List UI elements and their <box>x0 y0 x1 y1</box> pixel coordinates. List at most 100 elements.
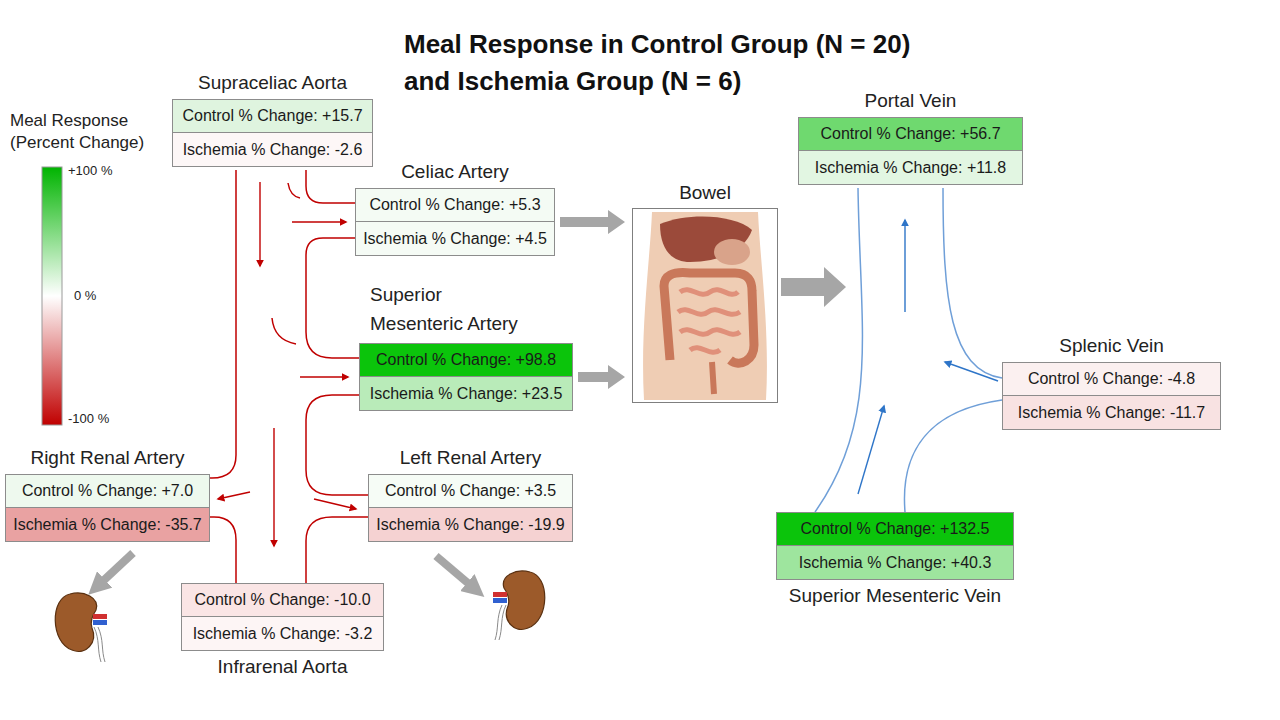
vessel-name: Splenic Vein <box>1059 335 1164 357</box>
vessel-name: Right Renal Artery <box>30 447 184 469</box>
kidney-shape <box>55 593 96 651</box>
percent-change: Ischemia % Change: -2.6 <box>183 141 363 159</box>
percent-change: Ischemia % Change: +23.5 <box>370 385 563 403</box>
percent-change: Ischemia % Change: -35.7 <box>13 516 202 534</box>
ischemia-cell: Ischemia % Change: -2.6 <box>172 133 373 167</box>
control-cell: Control % Change: +5.3 <box>355 188 555 222</box>
vessel-box: Supraceliac AortaControl % Change: +15.7… <box>172 99 373 167</box>
vein-wall <box>904 400 1002 512</box>
flow-arrow <box>904 220 905 312</box>
percent-change: Control % Change: +132.5 <box>800 520 989 538</box>
percent-change: Ischemia % Change: -3.2 <box>193 625 373 643</box>
color-scale-bar <box>42 167 62 425</box>
block-arrow <box>103 553 133 581</box>
aorta-wall <box>209 517 236 583</box>
kidney-shape <box>503 571 544 629</box>
kidney-icon <box>493 571 545 640</box>
stomach <box>714 239 750 265</box>
aorta-wall <box>306 238 359 358</box>
vein-stub <box>493 598 507 603</box>
vessel-name: Supraceliac Aorta <box>198 72 347 94</box>
diagram-title: Meal Response in Control Group (N = 20) … <box>404 26 939 100</box>
ischemia-cell: Ischemia % Change: +11.8 <box>798 151 1023 185</box>
percent-change: Ischemia % Change: +4.5 <box>363 230 547 248</box>
vessel-box: Left Renal ArteryControl % Change: +3.5I… <box>368 474 573 542</box>
scale-tick: -100 % <box>68 411 109 428</box>
flow-connector <box>560 210 625 234</box>
ischemia-cell: Ischemia % Change: +23.5 <box>359 377 573 411</box>
flow-arrow <box>300 376 348 377</box>
vessel-name: Celiac Artery <box>401 161 509 183</box>
percent-change: Control % Change: +5.3 <box>369 196 540 214</box>
percent-change: Ischemia % Change: +40.3 <box>799 554 992 572</box>
percent-change: Ischemia % Change: +11.8 <box>815 159 1006 177</box>
scale-tick: 0 % <box>74 288 96 305</box>
vessel-name: Portal Vein <box>865 90 957 112</box>
flow-arrow <box>259 182 260 266</box>
vessel-name: Left Renal Artery <box>400 447 542 469</box>
aorta-drawing <box>209 170 368 583</box>
scale-tick: +100 % <box>68 163 112 180</box>
control-cell: Control % Change: +3.5 <box>368 474 573 508</box>
vein-drawing <box>815 188 1002 512</box>
colon <box>664 273 754 364</box>
picture-box: Bowel <box>632 208 778 403</box>
ischemia-cell: Ischemia % Change: -35.7 <box>5 508 210 542</box>
vessel-box: Infrarenal AortaControl % Change: -10.0I… <box>181 583 384 651</box>
percent-change: Control % Change: -4.8 <box>1028 370 1195 388</box>
flow-arrow <box>945 362 998 381</box>
branch-wall <box>272 318 296 344</box>
vein-flow-arrows <box>858 220 998 494</box>
vessel-name: Superior Mesenteric Artery <box>370 280 530 338</box>
vessel-box: Superior Mesenteric VeinControl % Change… <box>776 512 1014 580</box>
flow-arrow <box>858 406 884 494</box>
ischemia-cell: Ischemia % Change: -3.2 <box>181 617 384 651</box>
vessel-name: Bowel <box>679 182 731 204</box>
flow-connector <box>578 365 625 389</box>
artery-stub <box>93 614 107 619</box>
percent-change: Ischemia % Change: -11.7 <box>1018 404 1205 422</box>
percent-change: Control % Change: +7.0 <box>22 482 193 500</box>
small-intestine <box>678 290 740 353</box>
torso <box>643 212 767 400</box>
vessel-box: Portal VeinControl % Change: +56.7Ischem… <box>798 117 1023 185</box>
vessel-box: Superior Mesenteric ArteryControl % Chan… <box>359 343 573 411</box>
control-cell: Control % Change: +56.7 <box>798 117 1023 151</box>
artery-stub <box>493 592 507 597</box>
scale-title: Meal Response (Percent Change) <box>10 110 170 154</box>
vessel-box: Right Renal ArteryControl % Change: +7.0… <box>5 474 210 542</box>
block-arrow <box>436 556 469 584</box>
control-cell: Control % Change: -10.0 <box>181 583 384 617</box>
flow-arrows <box>218 182 356 546</box>
control-cell: Control % Change: +98.8 <box>359 343 573 377</box>
percent-change: Control % Change: +56.7 <box>820 125 1000 143</box>
flow-arrow <box>314 499 356 509</box>
percent-change: Control % Change: -10.0 <box>194 591 370 609</box>
vein-stub <box>93 620 107 625</box>
aorta-wall <box>306 170 355 203</box>
kidney-icon <box>55 593 107 662</box>
vessel-name: Infrarenal Aorta <box>218 656 348 678</box>
ischemia-cell: Ischemia % Change: -11.7 <box>1002 396 1221 430</box>
bowel-illustration <box>643 212 767 400</box>
control-cell: Control % Change: +15.7 <box>172 99 373 133</box>
flow-arrow <box>273 428 274 546</box>
vein-wall <box>943 188 1002 378</box>
ischemia-cell: Ischemia % Change: +40.3 <box>776 546 1014 580</box>
ureter-line <box>495 605 506 640</box>
rectum <box>712 362 714 394</box>
flow-arrow <box>218 492 250 499</box>
ischemia-cell: Ischemia % Change: -19.9 <box>368 508 573 542</box>
vessel-box: Celiac ArteryControl % Change: +5.3Ische… <box>355 188 555 256</box>
branch-wall <box>288 183 300 198</box>
vein-wall <box>815 188 862 512</box>
vessel-box: Splenic VeinControl % Change: -4.8Ischem… <box>1002 362 1221 430</box>
aorta-wall <box>209 170 236 478</box>
flow-arrow <box>292 221 346 222</box>
block-arrow <box>781 267 846 307</box>
aorta-wall <box>306 517 368 583</box>
ischemia-cell: Ischemia % Change: +4.5 <box>355 222 555 256</box>
control-cell: Control % Change: -4.8 <box>1002 362 1221 396</box>
